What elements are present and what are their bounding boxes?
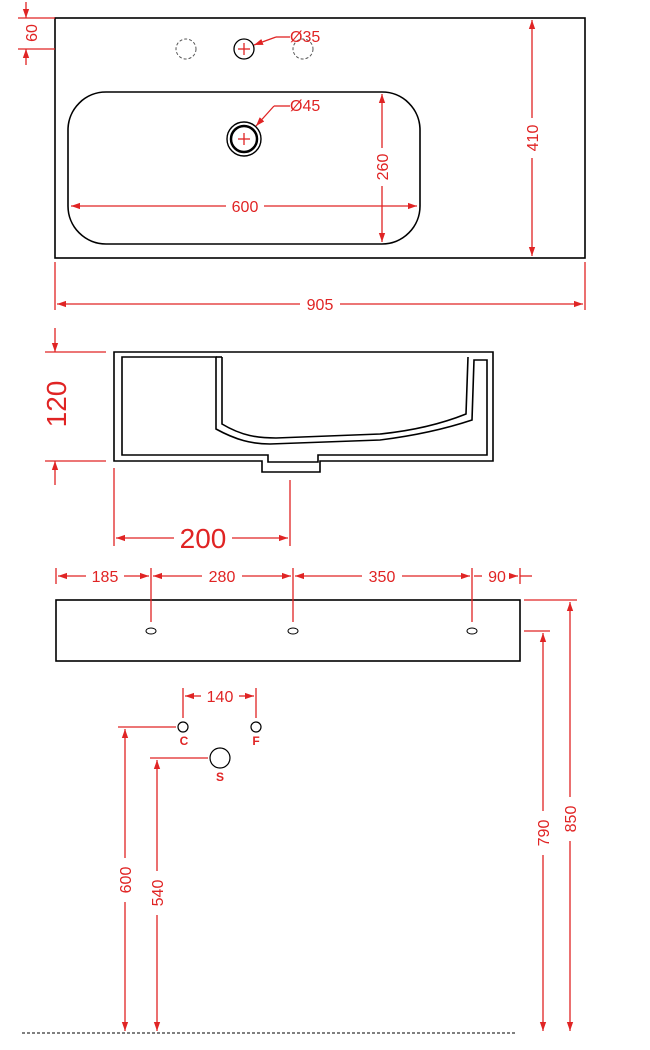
cold-water-inlet-icon <box>177 721 189 733</box>
dim-seg-2: 280 <box>209 569 236 586</box>
section-inner-profile <box>121 356 488 463</box>
tap-hole-left-icon <box>175 38 197 60</box>
waste-outlet-icon <box>209 747 231 769</box>
hot-water-inlet-icon <box>250 721 262 733</box>
dim-seg-1: 185 <box>92 569 119 586</box>
dim-rim-offset: 60 <box>24 24 41 42</box>
dim-total-depth: 410 <box>525 125 542 152</box>
dim-top-height: 850 <box>563 806 580 833</box>
washbasin-front-outline <box>55 599 521 662</box>
side-section: 120 200 <box>41 328 494 554</box>
dim-underside-height: 790 <box>536 820 553 847</box>
tap-hole-center-icon <box>233 38 255 60</box>
dim-cold-height: 600 <box>118 867 135 894</box>
section-outer-profile <box>113 351 494 473</box>
label-hot: F <box>252 734 259 748</box>
dim-tap-hole: Ø35 <box>290 29 320 46</box>
dim-tap-spacing: 140 <box>207 689 234 706</box>
dim-basin-depth: 260 <box>375 154 392 181</box>
tap-hole-right-icon <box>292 38 314 60</box>
dim-drain-offset: 200 <box>180 523 227 554</box>
washbasin-top-outline <box>54 17 586 259</box>
dim-height: 120 <box>41 381 72 428</box>
label-cold: C <box>180 734 189 748</box>
drain-hole-icon <box>226 121 262 157</box>
fixing-hole-icon <box>466 627 478 635</box>
label-waste: S <box>216 770 224 784</box>
dim-waste-height: 540 <box>150 880 167 907</box>
dim-seg-4: 90 <box>488 569 506 586</box>
front-view: 185 280 350 90 C F S 140 600 540 <box>22 568 580 1034</box>
dim-total-width: 905 <box>307 297 334 314</box>
dim-seg-3: 350 <box>369 569 396 586</box>
top-view: 60 Ø35 Ø45 600 260 410 905 <box>18 2 586 314</box>
basin-bowl-outline <box>67 91 421 245</box>
dim-drain-hole: Ø45 <box>290 98 320 115</box>
fixing-hole-icon <box>287 627 299 635</box>
fixing-hole-icon <box>145 627 157 635</box>
dim-basin-width: 600 <box>232 199 259 216</box>
